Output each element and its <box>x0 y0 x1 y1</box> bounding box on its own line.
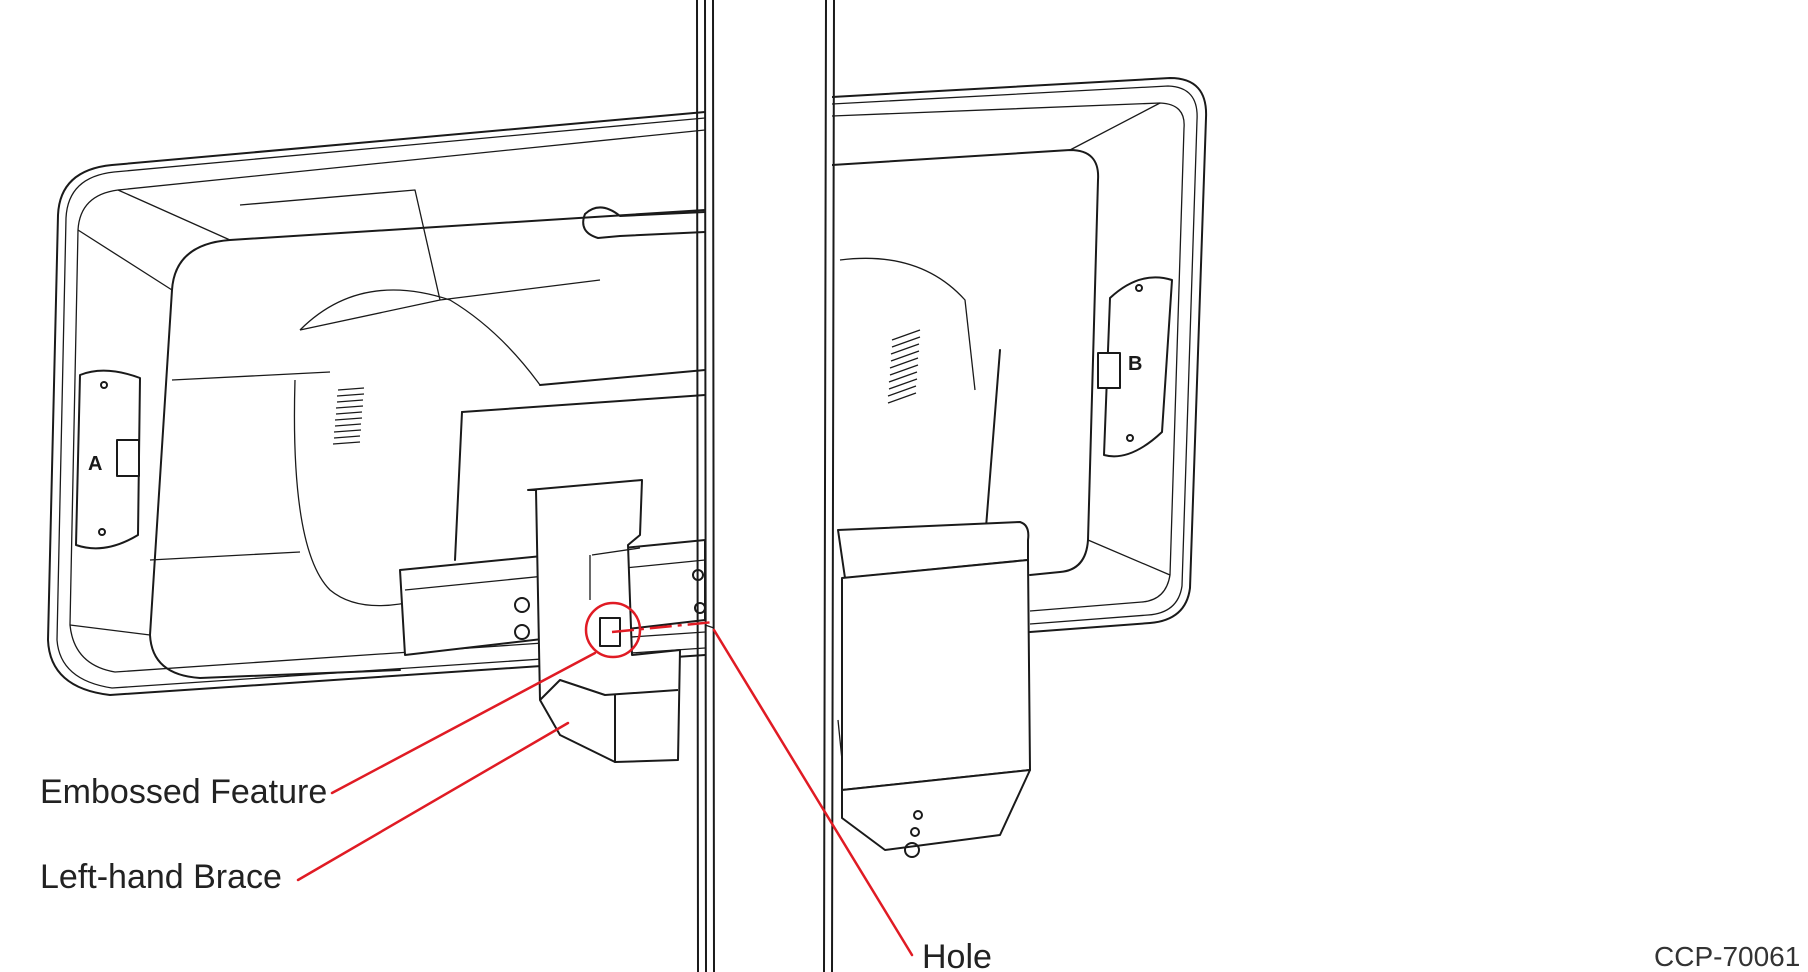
left-hand-brace <box>527 479 681 763</box>
embossed-feature-label: Embossed Feature <box>40 773 327 811</box>
vent-grille-left <box>332 387 365 445</box>
embossed-feature-leader <box>330 651 597 795</box>
alignment-axis <box>611 620 715 634</box>
display-monitor: A B <box>47 77 1208 696</box>
hole-label: Hole <box>922 938 992 972</box>
side-mark-a: A <box>88 453 102 475</box>
left-hand-brace-leader <box>296 721 570 882</box>
side-bracket-a: A <box>75 369 141 550</box>
left-hand-brace-label: Left-hand Brace <box>40 858 282 896</box>
vent-grille-right <box>887 329 921 404</box>
callouts <box>296 601 914 957</box>
vertical-pole <box>696 0 835 972</box>
drawing-code: CCP-70061 <box>1654 941 1800 972</box>
right-hand-brace <box>837 521 1031 858</box>
side-mark-b: B <box>1128 353 1142 375</box>
side-bracket-b: B <box>1097 276 1173 458</box>
hole-leader <box>712 628 914 957</box>
